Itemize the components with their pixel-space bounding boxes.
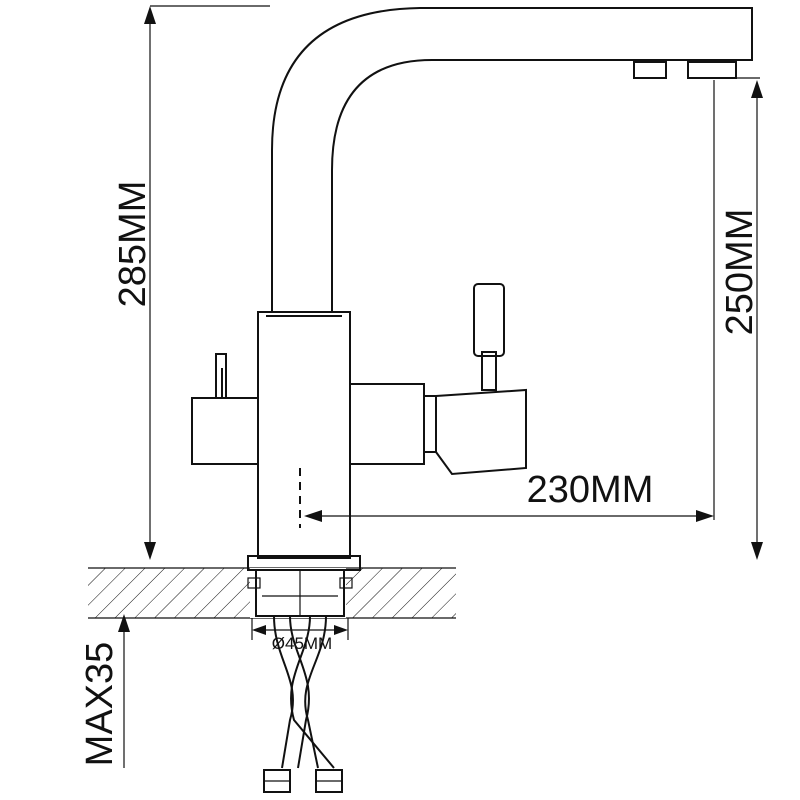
mounting-nut xyxy=(247,555,361,617)
supply-hoses xyxy=(263,615,343,793)
spout-height-label: 250MM xyxy=(719,209,761,336)
faucet-spout xyxy=(271,7,760,312)
spout-reach-label: 230MM xyxy=(527,469,654,511)
total-height-label: 285MM xyxy=(112,181,154,308)
right-lever-handle xyxy=(349,283,527,476)
max-thickness-label: MAX35 xyxy=(79,642,121,767)
dimension-total-height xyxy=(144,5,270,560)
left-lever-handle xyxy=(191,353,259,465)
countertop xyxy=(88,567,456,619)
dimension-max-thickness xyxy=(118,614,130,768)
hole-diameter-label: Ø45MM xyxy=(272,634,332,653)
faucet-body xyxy=(257,311,351,559)
dimension-spout-reach xyxy=(304,80,715,522)
dimension-spout-height xyxy=(751,80,763,560)
dimension-hole-diameter xyxy=(251,618,349,640)
